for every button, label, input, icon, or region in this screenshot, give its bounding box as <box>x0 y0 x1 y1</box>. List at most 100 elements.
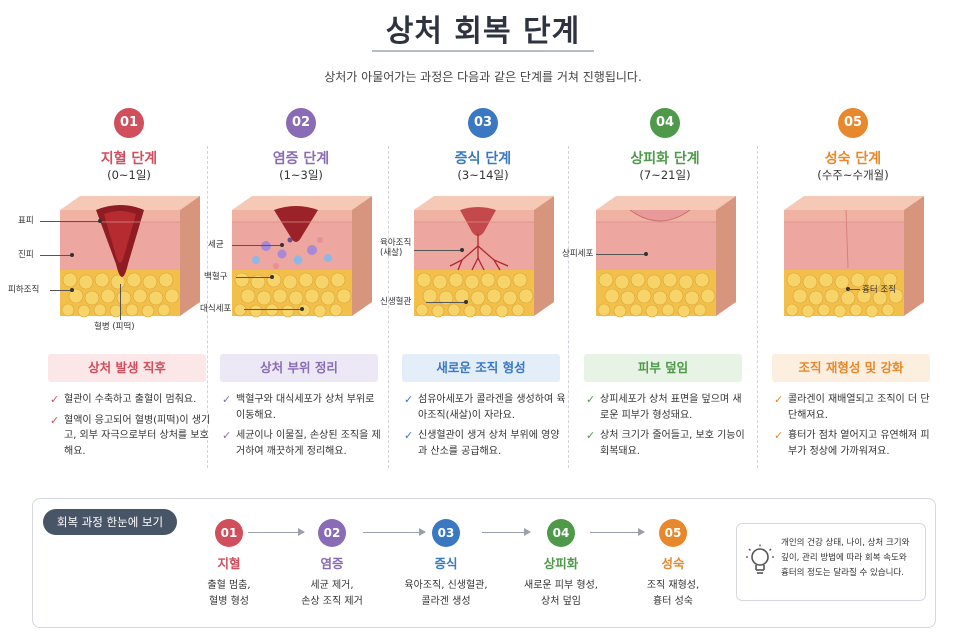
stage-duration: (수주~수개월) <box>817 168 889 182</box>
summary-step-number: 03 <box>432 519 460 547</box>
label-bacteria: 세균 <box>208 240 224 250</box>
stage-number: 05 <box>838 108 868 138</box>
summary-step: 03 증식 육아조직, 신생혈관,콜라겐 생성 <box>388 519 504 610</box>
summary-step-title: 지혈 <box>217 556 241 571</box>
summary-step-desc: 세균 제거,손상 조직 제거 <box>301 580 363 607</box>
stage-bullets: ✓혈관이 수축하고 출혈이 멈춰요. ✓혈액이 응고되어 혈병(피떡)이 생기고… <box>50 392 212 464</box>
summary-step: 04 상피화 새로운 피부 형성,상처 덮임 <box>503 519 619 610</box>
stage-bullets: ✓콜라겐이 재배열되고 조직이 더 단단해져요. ✓흉터가 점차 옅어지고 유연… <box>774 392 936 464</box>
arrow-right-icon <box>248 528 305 536</box>
check-icon: ✓ <box>586 429 596 442</box>
summary-panel: 회복 과정 한눈에 보기 01 지혈 출혈 멈춤,혈병 형성 02 염증 세균 … <box>32 498 936 628</box>
list-item: ✓상처 크기가 줄어들고, 보호 기능이 회복돼요. <box>586 429 745 457</box>
stage-duration: (1~3일) <box>279 168 323 182</box>
stage-bullets: ✓섬유아세포가 콜라겐을 생성하여 육아조직(새살)이 자라요. ✓신생혈관이 … <box>404 392 566 464</box>
summary-step-title: 성숙 <box>661 556 685 571</box>
summary-step-desc: 출혈 멈춤,혈병 형성 <box>207 580 251 607</box>
check-icon: ✓ <box>50 413 60 427</box>
label-scar-tissue: 흉터 조직 <box>862 285 896 295</box>
skin-illustration-inflammation <box>232 196 372 318</box>
list-item: ✓콜라겐이 재배열되고 조직이 더 단단해져요. <box>774 393 930 421</box>
check-icon: ✓ <box>586 393 596 406</box>
stage-pill: 조직 재형성 및 강화 <box>772 354 930 382</box>
skin-illustration-hemostasis <box>60 196 200 318</box>
label-blood-clot: 혈병 (피떡) <box>94 322 135 332</box>
summary-tag: 회복 과정 한눈에 보기 <box>43 509 177 535</box>
list-item: ✓섬유아세포가 콜라겐을 생성하여 육아조직(새살)이 자라요. <box>404 393 566 421</box>
page-title: 상처 회복 단계 <box>385 14 581 49</box>
summary-step-title: 증식 <box>434 556 458 571</box>
list-item: ✓흉터가 점차 옅어지고 유연해져 피부가 정상에 가까워져요. <box>774 429 930 457</box>
stage-pill: 피부 덮임 <box>584 354 742 382</box>
stage-number: 01 <box>114 108 144 138</box>
summary-step-desc: 육아조직, 신생혈관,콜라겐 생성 <box>404 580 488 607</box>
label-granulation-tissue: 육아조직 (새살) <box>380 238 412 259</box>
stage-number: 02 <box>286 108 316 138</box>
stage-duration: (7~21일) <box>639 168 691 182</box>
stage-hemostasis: 01 지혈 단계 (0~1일) 표피 진피 피하조직 혈병 (피떡) 상처 발생… <box>8 108 220 473</box>
label-white-blood-cell: 백혈구 <box>204 272 228 282</box>
label-subcutaneous: 피하조직 <box>8 285 40 295</box>
lightbulb-icon <box>746 544 774 574</box>
stage-name: 지혈 단계 <box>100 151 158 167</box>
stage-divider <box>207 146 208 468</box>
stage-name: 상피화 단계 <box>630 151 700 167</box>
stage-bullets: ✓백혈구와 대식세포가 상처 부위로 이동해요. ✓세균이나 이물질, 손상된 … <box>222 392 384 464</box>
stage-divider <box>388 146 389 468</box>
label-epithelial-cells: 상피세포 <box>562 249 594 259</box>
check-icon: ✓ <box>774 393 784 406</box>
skin-illustration-proliferation <box>414 196 554 318</box>
check-icon: ✓ <box>404 429 414 442</box>
label-epidermis: 표피 <box>18 216 34 226</box>
stage-proliferation: 03 증식 단계 (3~14일) 육아조직 (새살) 신생혈관 새로운 조직 형… <box>380 108 574 473</box>
summary-step: 05 성숙 조직 재형성,흉터 성숙 <box>615 519 731 610</box>
stage-name: 염증 단계 <box>272 151 330 167</box>
skin-illustration-maturation <box>784 196 924 318</box>
summary-step: 02 염증 세균 제거,손상 조직 제거 <box>274 519 390 610</box>
stage-number: 03 <box>468 108 498 138</box>
check-icon: ✓ <box>404 393 414 406</box>
check-icon: ✓ <box>50 393 60 406</box>
stage-name: 증식 단계 <box>454 151 512 167</box>
list-item: ✓상피세포가 상처 표면을 덮으며 새로운 피부가 형성돼요. <box>586 393 742 421</box>
summary-step-title: 염증 <box>320 556 344 571</box>
stage-duration: (0~1일) <box>107 168 151 182</box>
label-macrophage: 대식세포 <box>200 304 232 314</box>
stage-number: 04 <box>650 108 680 138</box>
list-item: ✓신생혈관이 생겨 상처 부위에 영양과 산소를 공급해요. <box>404 429 560 457</box>
stage-bullets: ✓상피세포가 상처 표면을 덮으며 새로운 피부가 형성돼요. ✓상처 크기가 … <box>586 392 748 464</box>
check-icon: ✓ <box>222 393 232 406</box>
summary-step-desc: 새로운 피부 형성,상처 덮임 <box>524 580 598 607</box>
summary-step: 01 지혈 출혈 멈춤,혈병 형성 <box>171 519 287 610</box>
label-new-blood-vessels: 신생혈관 <box>380 297 412 307</box>
summary-step-number: 05 <box>659 519 687 547</box>
list-item: ✓백혈구와 대식세포가 상처 부위로 이동해요. <box>222 393 375 421</box>
stage-duration: (3~14일) <box>457 168 509 182</box>
stage-epithelialization: 04 상피화 단계 (7~21일) 상피세포 피부 덮임 ✓상피세포가 상처 표… <box>562 108 756 473</box>
stage-pill: 새로운 조직 형성 <box>402 354 560 382</box>
check-icon: ✓ <box>222 429 232 442</box>
arrow-right-icon <box>363 528 426 536</box>
stage-pill: 상처 부위 정리 <box>220 354 378 382</box>
arrow-right-icon <box>590 528 645 536</box>
skin-illustration-epithelialization <box>596 196 736 318</box>
page-subtitle: 상처가 아물어가는 과정은 다음과 같은 단계를 거쳐 진행됩니다. <box>324 70 642 84</box>
summary-step-number: 01 <box>215 519 243 547</box>
summary-step-number: 04 <box>547 519 575 547</box>
list-item: ✓혈액이 응고되어 혈병(피떡)이 생기고, 외부 자극으로부터 상처를 보호해… <box>50 413 211 457</box>
stage-name: 성숙 단계 <box>824 151 882 167</box>
title-underline <box>372 50 594 52</box>
summary-step-title: 상피화 <box>543 556 579 571</box>
arrow-right-icon <box>482 528 531 536</box>
check-icon: ✓ <box>774 429 784 442</box>
stage-maturation: 05 성숙 단계 (수주~수개월) 흉터 조직 조직 재형성 및 강화 ✓콜라겐… <box>762 108 944 473</box>
label-dermis: 진피 <box>18 250 34 260</box>
list-item: ✓혈관이 수축하고 출혈이 멈춰요. <box>50 393 197 406</box>
stage-inflammation: 02 염증 단계 (1~3일) 세균 백혈구 대식세포 상처 부위 정리 ✓백혈… <box>200 108 392 473</box>
stage-pill: 상처 발생 직후 <box>48 354 206 382</box>
summary-step-desc: 조직 재형성,흉터 성숙 <box>646 580 700 607</box>
summary-step-number: 02 <box>318 519 346 547</box>
stage-divider <box>757 146 758 468</box>
